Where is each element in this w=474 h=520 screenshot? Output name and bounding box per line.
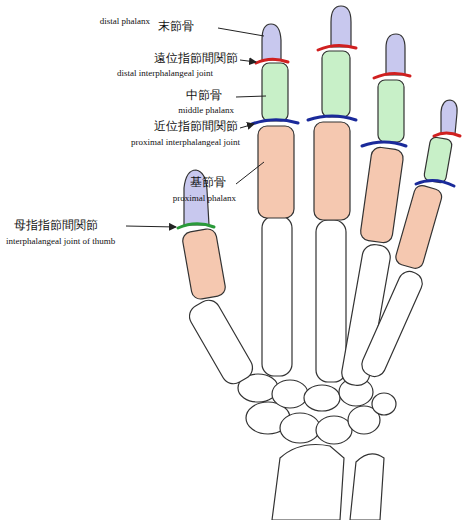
part-label-ja: 基節骨 (190, 176, 236, 190)
part-label-en: proximal interphalangeal joint (70, 137, 240, 147)
part-label-en: middle phalanx (130, 105, 234, 115)
part-label-en: proximal phalanx (120, 193, 236, 203)
leader-line (126, 226, 176, 227)
leader-line (236, 96, 266, 97)
part-label-en: interphalangeal joint of thumb (6, 236, 182, 246)
part-label-ja: 遠位指節間関節 (92, 52, 238, 66)
part-label-en: distal phalanx (60, 16, 150, 26)
part-label-en: distal interphalangeal joint (95, 68, 235, 78)
part-label-ja: 末節骨 (158, 20, 218, 34)
leader-line (240, 124, 254, 128)
leader-line (236, 162, 264, 184)
leader-line (240, 60, 256, 62)
leader-line (218, 28, 264, 36)
part-label-ja: 中節骨 (186, 89, 234, 103)
part-label-ja: 母指指節間関節 (14, 219, 124, 233)
part-label-ja: 近位指節間関節 (84, 120, 238, 134)
